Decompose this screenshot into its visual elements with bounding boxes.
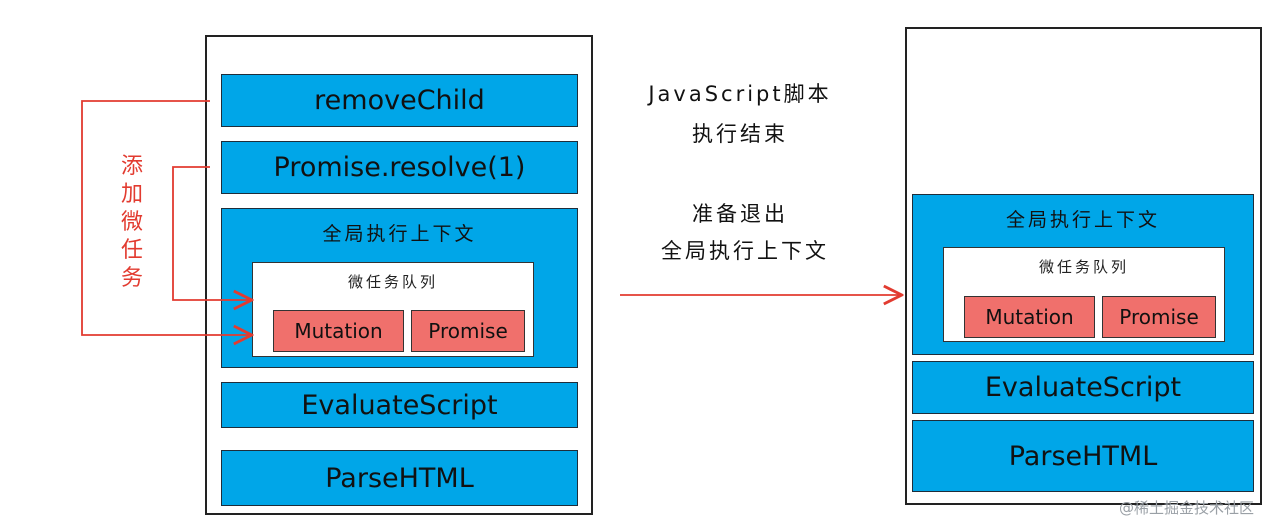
note-script-finished-line1: JavaScript脚本 bbox=[648, 82, 832, 106]
right-task-mutation: Mutation bbox=[964, 296, 1095, 338]
note-prepare-exit-line2: 全局执行上下文 bbox=[661, 239, 829, 263]
right-frame-evaluate-script: EvaluateScript bbox=[912, 361, 1254, 414]
frame-remove-child: removeChild bbox=[221, 74, 578, 127]
left-global-context-title: 全局执行上下文 bbox=[322, 223, 477, 245]
right-microtask-queue-title: 微任务队列 bbox=[1038, 258, 1129, 276]
note-script-finished-line2: 执行结束 bbox=[692, 122, 788, 146]
right-frame-parse-html: ParseHTML bbox=[912, 420, 1254, 492]
right-microtask-queue: 微任务队列 Mutation Promise bbox=[943, 247, 1225, 342]
left-task-promise: Promise bbox=[411, 310, 525, 352]
left-frame-evaluate-script: EvaluateScript bbox=[221, 382, 578, 428]
left-frame-parse-html: ParseHTML bbox=[221, 450, 578, 506]
add-microtask-char-1: 添 bbox=[120, 154, 143, 179]
add-microtask-char-5: 务 bbox=[120, 266, 143, 291]
left-microtask-queue-title: 微任务队列 bbox=[347, 273, 438, 291]
left-microtask-queue: 微任务队列 Mutation Promise bbox=[252, 262, 534, 357]
add-microtask-char-2: 加 bbox=[120, 182, 143, 207]
right-global-execution-context: 全局执行上下文 微任务队列 Mutation Promise bbox=[912, 194, 1254, 355]
left-global-execution-context: 全局执行上下文 微任务队列 Mutation Promise bbox=[221, 208, 578, 368]
right-task-promise: Promise bbox=[1102, 296, 1216, 338]
add-microtask-label: 添 加 微 任 务 bbox=[117, 153, 147, 293]
add-microtask-char-4: 任 bbox=[120, 238, 143, 263]
add-microtask-char-3: 微 bbox=[120, 210, 143, 235]
right-global-context-title: 全局执行上下文 bbox=[1005, 209, 1160, 231]
frame-promise-resolve: Promise.resolve(1) bbox=[221, 141, 578, 194]
left-task-mutation: Mutation bbox=[273, 310, 404, 352]
watermark: @稀土掘金技术社区 bbox=[1118, 499, 1254, 517]
note-prepare-exit-line1: 准备退出 bbox=[692, 202, 788, 226]
